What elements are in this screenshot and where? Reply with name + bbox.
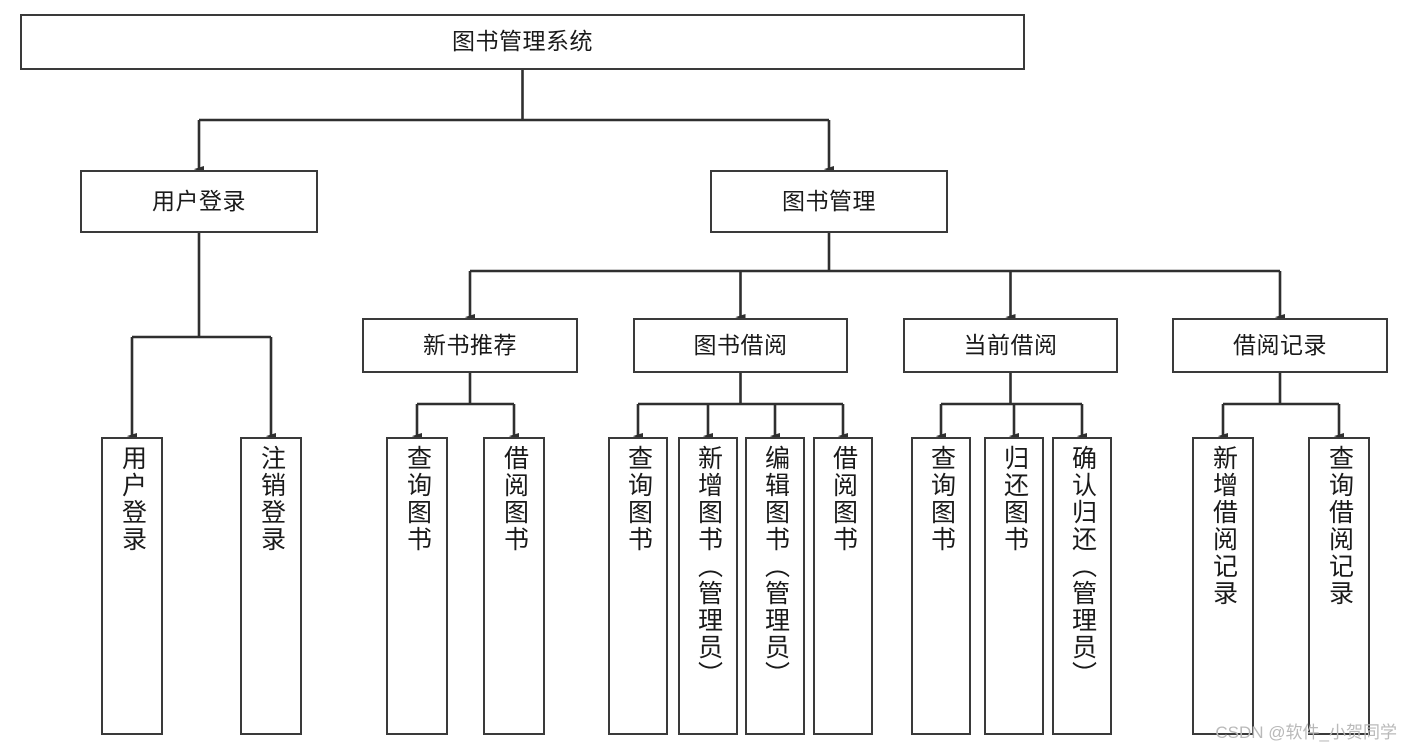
node-root[interactable]: 图书管理系统	[20, 14, 1025, 70]
leaf-current-query-book[interactable]: 查询图书	[911, 437, 971, 735]
node-label: 借阅图书	[829, 445, 858, 553]
node-label: 归还图书	[1000, 445, 1029, 553]
node-borrow-record[interactable]: 借阅记录	[1172, 318, 1388, 373]
node-label: 编辑图书（管理员）	[761, 445, 790, 688]
leaf-borrow-query-book[interactable]: 查询图书	[608, 437, 668, 735]
node-label: 用户登录	[152, 187, 246, 214]
leaf-current-return-book[interactable]: 归还图书	[984, 437, 1044, 735]
node-label: 用户登录	[118, 445, 147, 553]
node-label: 借阅图书	[500, 445, 529, 553]
node-book-borrow[interactable]: 图书借阅	[633, 318, 848, 373]
node-label: 注销登录	[257, 445, 286, 553]
node-book-management-module[interactable]: 图书管理	[710, 170, 948, 233]
node-label: 新书推荐	[423, 331, 517, 358]
node-current-borrow[interactable]: 当前借阅	[903, 318, 1118, 373]
leaf-record-query[interactable]: 查询借阅记录	[1308, 437, 1370, 735]
leaf-borrow-add-book[interactable]: 新增图书（管理员）	[678, 437, 738, 735]
leaf-new-borrow-book[interactable]: 借阅图书	[483, 437, 545, 735]
node-label: 图书管理系统	[452, 28, 593, 55]
csdn-watermark: CSDN @软件_小贺同学	[1215, 723, 1397, 742]
node-label: 借阅记录	[1233, 331, 1327, 358]
node-label: 查询图书	[927, 445, 956, 553]
leaf-record-add[interactable]: 新增借阅记录	[1192, 437, 1254, 735]
node-label: 确认归还（管理员）	[1068, 445, 1097, 688]
node-label: 新增图书（管理员）	[694, 445, 723, 688]
node-label: 图书借阅	[693, 331, 788, 358]
leaf-new-query-book[interactable]: 查询图书	[386, 437, 448, 735]
leaf-user-logout[interactable]: 注销登录	[240, 437, 302, 735]
node-user-login-module[interactable]: 用户登录	[80, 170, 318, 233]
node-label: 查询借阅记录	[1325, 445, 1354, 607]
leaf-user-login[interactable]: 用户登录	[101, 437, 163, 735]
node-label: 当前借阅	[963, 331, 1058, 358]
node-label: 图书管理	[782, 187, 876, 214]
leaf-borrow-edit-book[interactable]: 编辑图书（管理员）	[745, 437, 805, 735]
node-label: 查询图书	[403, 445, 432, 553]
node-label: 新增借阅记录	[1209, 445, 1238, 607]
leaf-current-confirm-return[interactable]: 确认归还（管理员）	[1052, 437, 1112, 735]
leaf-borrow-loan-book[interactable]: 借阅图书	[813, 437, 873, 735]
node-new-book-recommend[interactable]: 新书推荐	[362, 318, 578, 373]
node-label: 查询图书	[624, 445, 653, 553]
